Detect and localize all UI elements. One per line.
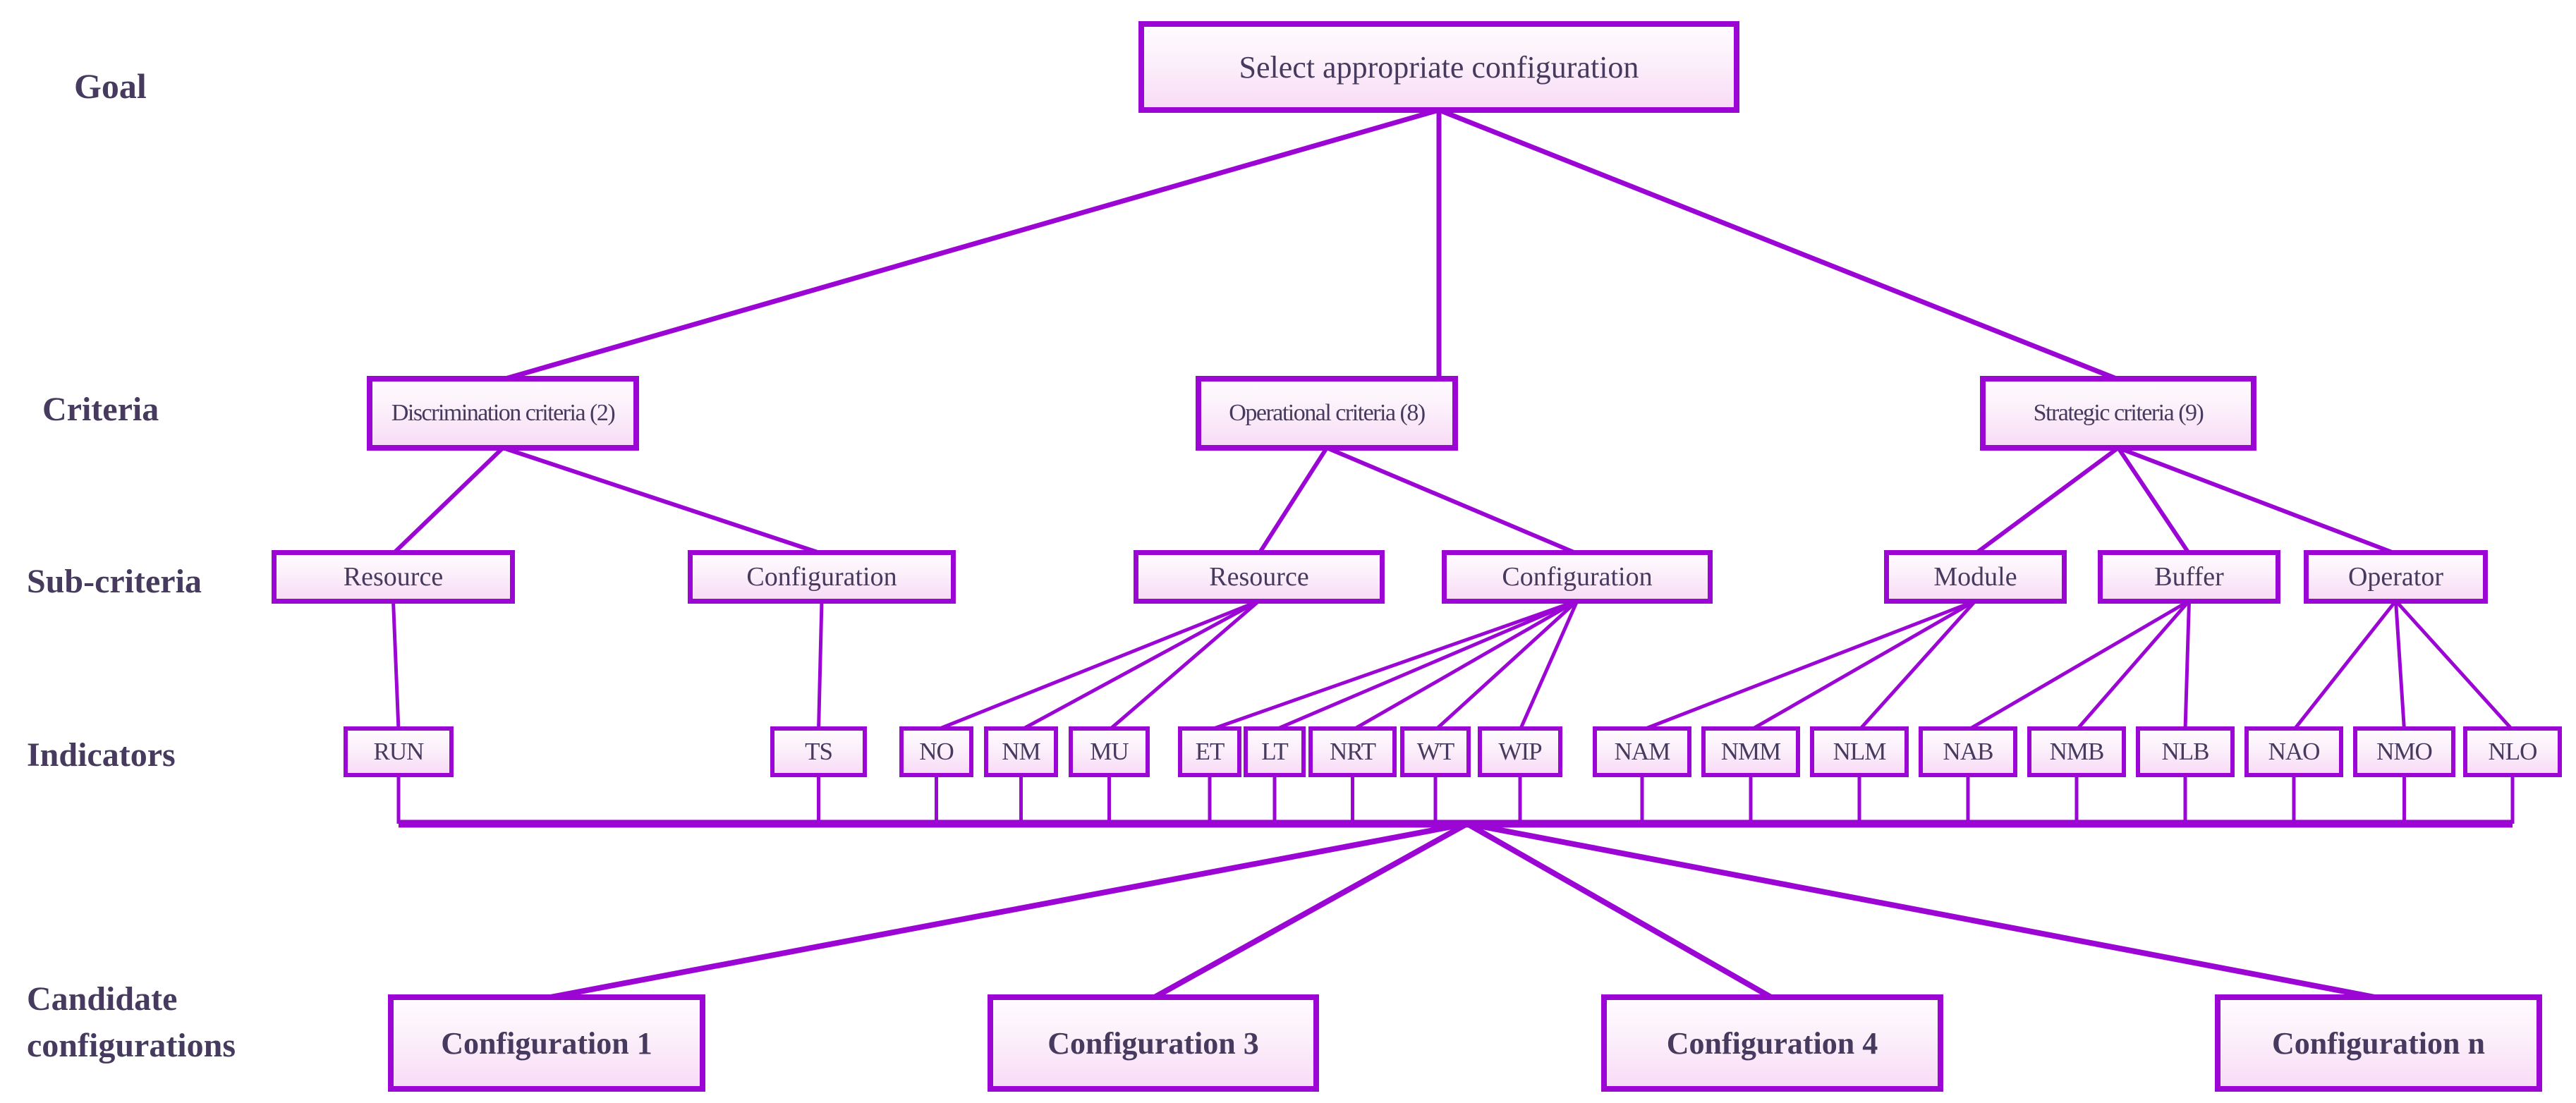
row-label-indicators: Indicators xyxy=(27,736,176,774)
criteria-box-operational: Operational criteria (8) xyxy=(1196,376,1458,451)
indicator-box-wip: WIP xyxy=(1478,726,1562,777)
indicator-box-nrt: NRT xyxy=(1308,726,1397,777)
indicator-box-ts: TS xyxy=(770,726,867,777)
indicator-box-no: NO xyxy=(899,726,973,777)
indicator-box-run: RUN xyxy=(344,726,454,777)
row-label-candidate-line2: configurations xyxy=(27,1027,236,1065)
criteria-box-strategic: Strategic criteria (9) xyxy=(1980,376,2256,451)
candidate-box-configuration-4: Configuration 4 xyxy=(1601,994,1943,1092)
row-label-sub-criteria: Sub-criteria xyxy=(27,563,202,600)
indicator-box-nmb: NMB xyxy=(2027,726,2126,777)
subcriteria-box-resource-discrimination: Resource xyxy=(272,550,515,604)
indicator-box-lt: LT xyxy=(1244,726,1306,777)
indicator-box-nlm: NLM xyxy=(1810,726,1909,777)
row-label-candidate-line1: Candidate xyxy=(27,980,178,1018)
subcriteria-box-operator: Operator xyxy=(2304,550,2488,604)
subcriteria-box-resource-operational: Resource xyxy=(1134,550,1385,604)
indicator-box-nab: NAB xyxy=(1919,726,2017,777)
criteria-box-discrimination: Discrimination criteria (2) xyxy=(367,376,639,451)
indicator-box-et: ET xyxy=(1178,726,1241,777)
indicator-box-mu: MU xyxy=(1069,726,1150,777)
indicator-box-nmo: NMO xyxy=(2353,726,2455,777)
candidate-box-configuration-3: Configuration 3 xyxy=(988,994,1319,1092)
row-label-candidate-configurations: Candidate configurations xyxy=(27,976,236,1069)
indicator-box-nlo: NLO xyxy=(2463,726,2562,777)
indicator-box-nm: NM xyxy=(984,726,1058,777)
indicator-box-nao: NAO xyxy=(2244,726,2343,777)
row-label-goal: Goal xyxy=(74,66,147,106)
subcriteria-box-configuration-operational: Configuration xyxy=(1442,550,1713,604)
indicator-box-nlb: NLB xyxy=(2136,726,2235,777)
indicator-box-nmm: NMM xyxy=(1701,726,1800,777)
indicator-box-wt: WT xyxy=(1400,726,1471,777)
row-label-criteria: Criteria xyxy=(42,391,159,428)
candidate-box-configuration-n: Configuration n xyxy=(2215,994,2542,1092)
indicator-box-nam: NAM xyxy=(1593,726,1691,777)
subcriteria-box-buffer: Buffer xyxy=(2098,550,2280,604)
subcriteria-box-module: Module xyxy=(1884,550,2067,604)
goal-box: Select appropriate configuration xyxy=(1138,21,1739,113)
candidate-box-configuration-1: Configuration 1 xyxy=(388,994,705,1092)
subcriteria-box-configuration-discrimination: Configuration xyxy=(688,550,956,604)
